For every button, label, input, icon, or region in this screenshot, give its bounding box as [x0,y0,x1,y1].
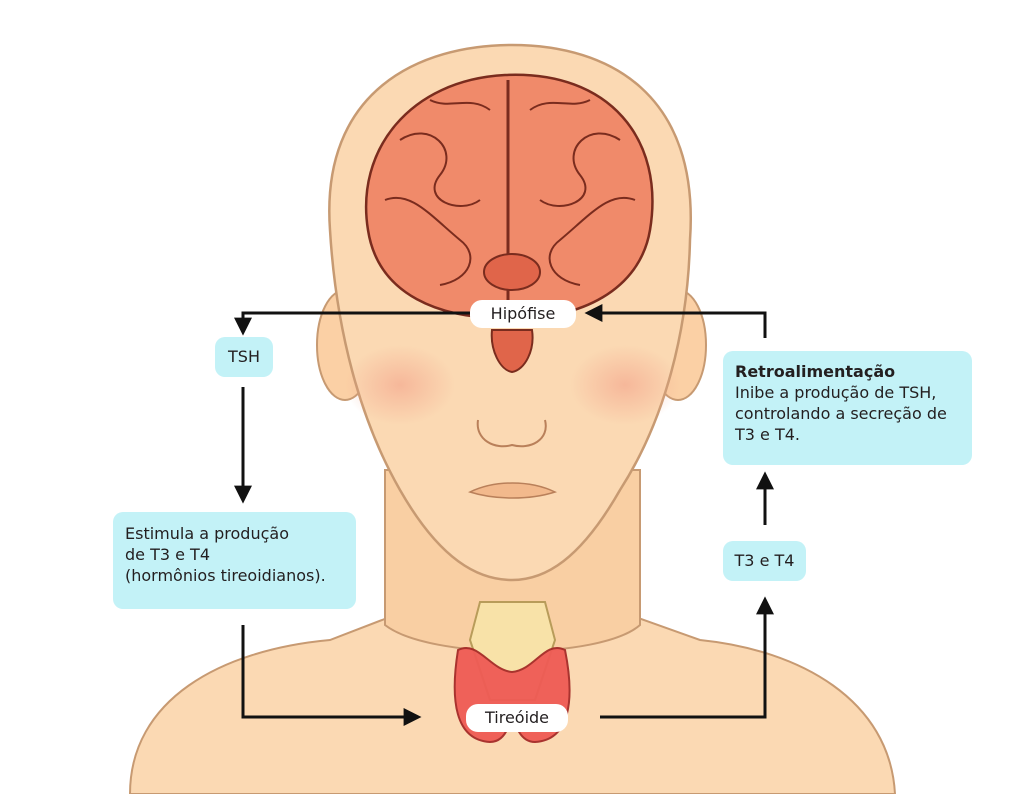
arrow-hipofise-to-tsh [234,311,470,336]
arrow-tireoide-to-t3t4 [600,596,774,719]
tsh-box: TSH [215,337,273,377]
retro-line-1: Inibe a produção de TSH, [735,383,937,402]
tsh-label: TSH [228,347,260,366]
estimula-line-2: de T3 e T4 [125,545,211,564]
retro-line-2: controlando a secreção de [735,404,947,423]
retro-line-3: T3 e T4. [735,425,801,444]
t3t4-label: T3 e T4 [734,551,795,570]
estimula-box: Estimula a produção de T3 e T4 (hormônio… [113,512,356,609]
pituitary-stalk [490,329,534,374]
estimula-line-1: Estimula a produção [125,524,289,543]
arrow-retro-to-hipofise [584,304,767,338]
tireoide-label: Tireóide [466,704,568,732]
estimula-line-3: (hormônios tireoidianos). [125,566,326,585]
retroalimentacao-box: Retroalimentação Inibe a produção de TSH… [723,351,972,465]
t3t4-box: T3 e T4 [723,541,806,581]
retro-title: Retroalimentação [735,362,896,381]
arrow-estimula-to-tireoide [241,625,422,726]
hipofise-label: Hipófise [470,300,576,328]
